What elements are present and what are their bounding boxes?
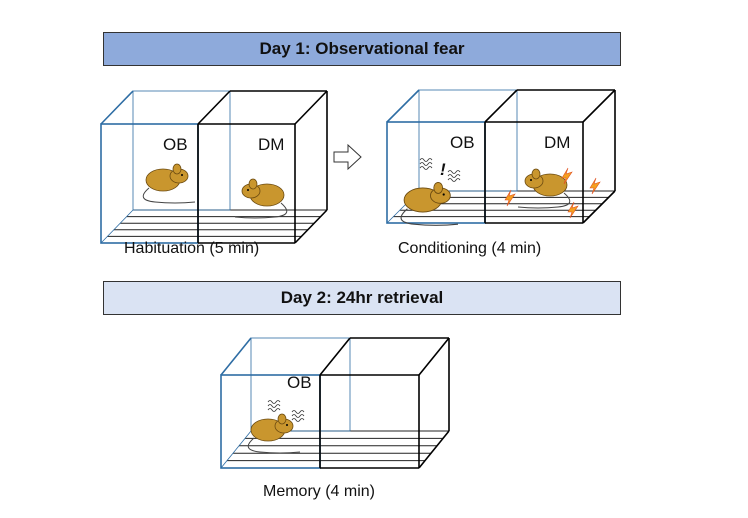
odor-icon [267, 404, 281, 408]
demonstrator-mouse-habituation [234, 178, 288, 219]
day1-header: Day 1: Observational fear [103, 32, 621, 66]
odor-icon [291, 414, 305, 418]
odor-icon [447, 170, 461, 174]
ob-label-memory: OB [287, 373, 312, 392]
odor-icon [419, 158, 433, 162]
odor-icon [267, 408, 281, 412]
memory-dm-edge [319, 337, 351, 376]
conditioning-observer-back [418, 89, 518, 192]
dm-label-conditioning: DM [544, 133, 571, 152]
odor-icon [291, 410, 305, 414]
exclamation-mark: ! [440, 160, 446, 179]
ob-label-habituation: OB [163, 135, 188, 154]
odor-icon [447, 178, 461, 182]
conditioning-dm-edge [582, 89, 616, 123]
shock-icon [561, 167, 573, 185]
habituation-observer-back [132, 90, 231, 211]
caption-habituation: Habituation (5 min) [124, 240, 260, 257]
memory-observer-back [250, 337, 351, 432]
demonstrator-mouse-conditioning [517, 168, 571, 209]
odor-icon [419, 166, 433, 170]
odor-icon [447, 174, 461, 178]
shock-icon [567, 201, 579, 219]
day2-header: Day 2: 24hr retrieval [103, 281, 621, 315]
dm-label-habituation: DM [258, 135, 285, 154]
observer-mouse-memory [247, 413, 301, 454]
memory-observer-edge [220, 337, 252, 376]
observer-mouse-habituation [142, 163, 196, 204]
odor-icon [419, 162, 433, 166]
memory-dm-edge [418, 430, 450, 469]
habituation-observer-edge [100, 90, 134, 125]
right-arrow-icon [333, 143, 362, 171]
ob-label-conditioning: OB [450, 133, 475, 152]
odor-icon [291, 418, 305, 422]
memory-observer-edge [220, 430, 252, 469]
memory-dm-edge [418, 337, 450, 376]
conditioning-dm-edge [582, 190, 616, 224]
caption-memory: Memory (4 min) [263, 483, 376, 500]
odor-icon [267, 400, 281, 404]
habituation-observer-edge [100, 209, 134, 244]
observer-mouse-conditioning [400, 181, 459, 226]
conditioning-dm-edge [484, 89, 518, 123]
shock-icon [504, 189, 516, 207]
habituation-dm-edge [197, 90, 231, 125]
habituation-dm-edge [294, 90, 328, 125]
shock-icon [589, 177, 601, 195]
habituation-dm-edge [294, 209, 328, 244]
conditioning-observer-edge [386, 89, 420, 123]
caption-conditioning: Conditioning (4 min) [398, 240, 542, 257]
